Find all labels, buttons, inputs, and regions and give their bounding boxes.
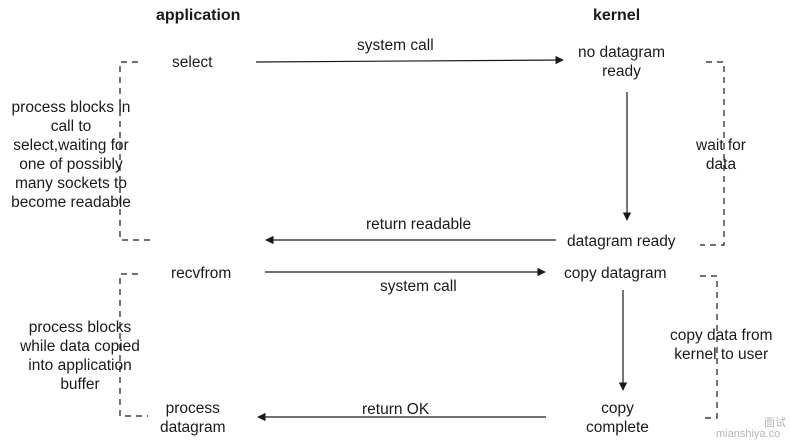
copy-data-from-kernel-label: copy data from kernel to user — [670, 327, 773, 363]
watermark-line1: 面试 — [764, 417, 786, 429]
bracket-select-blocking — [119, 61, 150, 241]
process-datagram-label: process datagram — [160, 400, 226, 436]
no-datagram-ready-label: no datagram ready — [578, 44, 666, 80]
application-header: application — [156, 7, 241, 24]
datagram-ready-label: datagram ready — [567, 233, 676, 250]
watermark-line2: mianshiya.co — [716, 428, 781, 440]
recvfrom-label: recvfrom — [171, 265, 232, 282]
return-readable-label: return readable — [366, 216, 472, 233]
return-ok-label: return OK — [362, 401, 430, 418]
bracket-copy-data — [700, 275, 718, 419]
process-blocks-select-label: process blocks in call to select,waiting… — [11, 99, 131, 211]
bracket-copy-blocking — [119, 273, 148, 417]
wait-for-data-label: wait for data — [696, 137, 746, 173]
system-call-2-label: system call — [380, 278, 457, 295]
copy-complete-label: copy complete — [586, 400, 649, 436]
system-call-1-label: system call — [357, 37, 434, 54]
kernel-header: kernel — [593, 7, 641, 24]
select-label: select — [172, 54, 213, 71]
arrow-system-call-1 — [255, 55, 564, 65]
process-blocks-copy-label: process blocks while data copied into ap… — [20, 319, 140, 393]
bracket-wait-for-data — [700, 61, 725, 246]
copy-datagram-label: copy datagram — [564, 265, 667, 282]
